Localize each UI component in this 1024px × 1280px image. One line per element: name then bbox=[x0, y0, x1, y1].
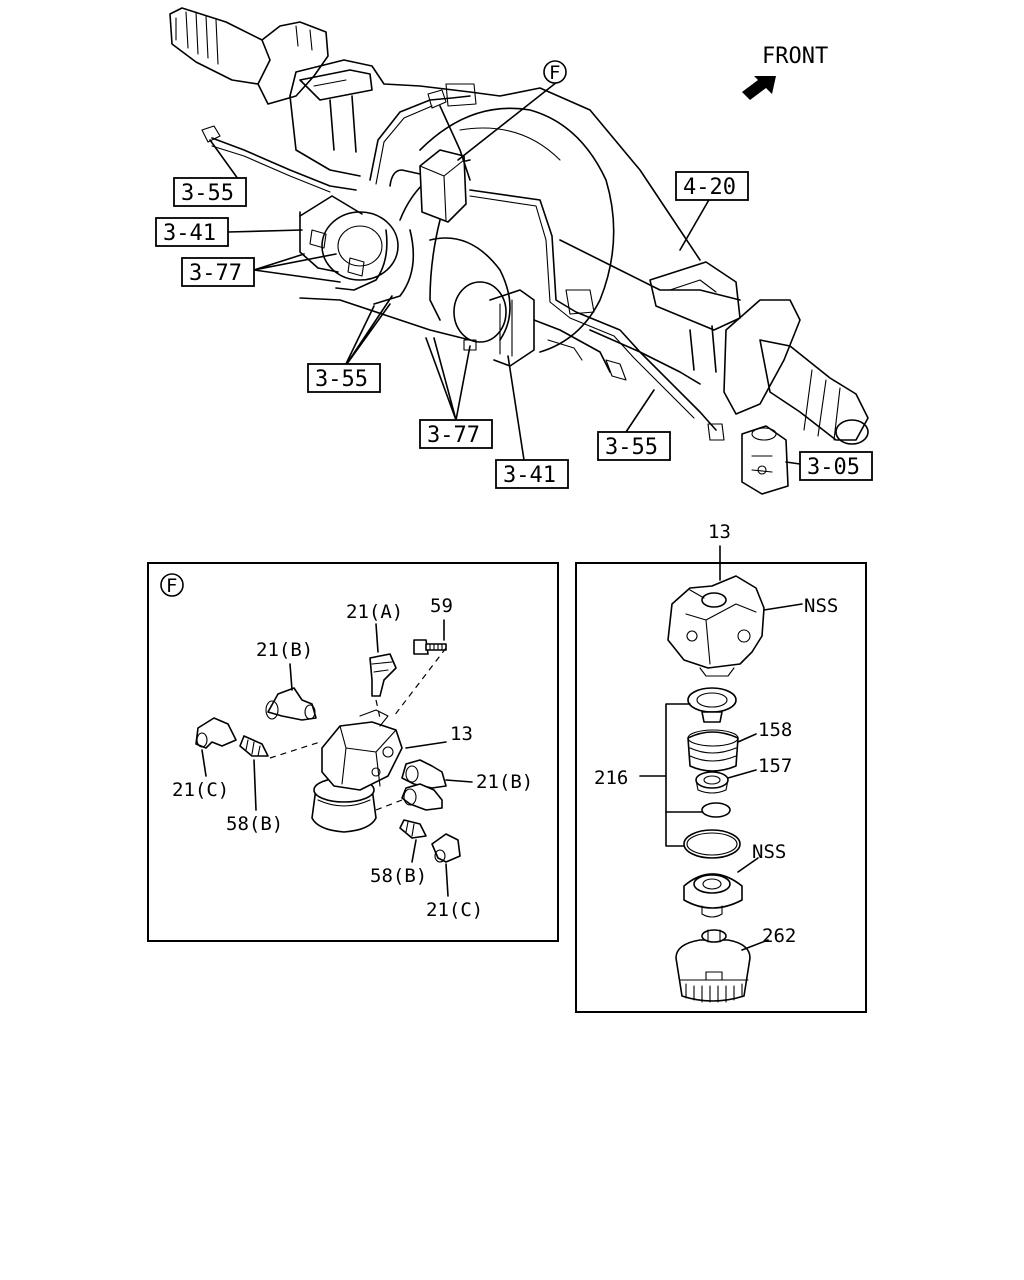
label-58b-right: 58(B) bbox=[370, 865, 427, 887]
piston-cap bbox=[687, 687, 737, 713]
label-21b-right: 21(B) bbox=[476, 771, 533, 793]
fitting-21c-right bbox=[431, 833, 461, 863]
cover-262 bbox=[675, 939, 751, 1002]
detail-f-flag bbox=[160, 573, 184, 597]
label-158: 158 bbox=[758, 719, 792, 741]
callout-3-55-c bbox=[597, 431, 671, 461]
detail-f-panel: F bbox=[147, 562, 559, 942]
spring-158 bbox=[687, 731, 739, 772]
callout-3-05 bbox=[799, 451, 873, 481]
callout-3-41-a-label: 3-41 bbox=[163, 221, 216, 246]
flag-f-label: F bbox=[549, 62, 560, 84]
valve-kit-frame bbox=[575, 562, 867, 1013]
callout-3-55-b bbox=[307, 363, 381, 393]
label-58b-left: 58(B) bbox=[226, 813, 283, 835]
seal-157 bbox=[695, 771, 729, 789]
label-13-kit: 13 bbox=[708, 521, 731, 543]
label-262: 262 bbox=[762, 925, 796, 947]
valve-kit-panel: 13 NSS 158 157 216 bbox=[575, 521, 867, 1013]
front-label: FRONT bbox=[762, 44, 828, 69]
callout-3-41-a bbox=[155, 217, 229, 247]
callout-4-20-label: 4-20 bbox=[683, 175, 736, 200]
callout-3-77-a bbox=[181, 257, 255, 287]
rear-axle-assembly bbox=[169, 7, 869, 495]
front-indicator: FRONT bbox=[742, 44, 828, 100]
callout-3-05-label: 3-05 bbox=[807, 455, 860, 480]
o-ring-large bbox=[683, 829, 741, 859]
label-21c-left: 21(C) bbox=[172, 779, 229, 801]
callout-3-77-a-label: 3-77 bbox=[189, 261, 242, 286]
detail-f-flag-label: F bbox=[166, 575, 177, 597]
callout-3-77-b bbox=[419, 419, 493, 449]
callout-3-55-a bbox=[173, 177, 247, 207]
slack-adjuster-part bbox=[741, 425, 789, 495]
flag-f-marker bbox=[543, 60, 567, 84]
o-ring-small bbox=[701, 802, 731, 818]
callout-4-20 bbox=[675, 171, 749, 201]
main-callouts: F 3-55 3-41 3-77 3-55 3-77 3-41 3-55 4-2… bbox=[155, 60, 873, 489]
callout-3-41-b bbox=[495, 459, 569, 489]
fitting-21a bbox=[369, 653, 397, 697]
detail-f-frame bbox=[147, 562, 559, 942]
label-216: 216 bbox=[594, 767, 628, 789]
bolt-59 bbox=[413, 639, 429, 655]
main-leaders bbox=[209, 81, 801, 465]
fitting-21b-top bbox=[267, 687, 317, 721]
label-nss-bottom: NSS bbox=[752, 841, 786, 863]
nipple-58b-left bbox=[239, 735, 269, 757]
callout-3-77-b-label: 3-77 bbox=[427, 423, 480, 448]
label-13-detail: 13 bbox=[450, 723, 473, 745]
label-21c-right: 21(C) bbox=[426, 899, 483, 921]
callout-3-41-b-label: 3-41 bbox=[503, 463, 556, 488]
fitting-21b-right bbox=[401, 759, 447, 789]
valve-head bbox=[667, 575, 765, 669]
callout-3-55-a-label: 3-55 bbox=[181, 181, 234, 206]
callout-3-55-b-label: 3-55 bbox=[315, 367, 368, 392]
front-arrow-icon bbox=[742, 76, 776, 100]
label-21a: 21(A) bbox=[346, 601, 403, 623]
label-21b-top: 21(B) bbox=[256, 639, 313, 661]
callout-3-55-c-label: 3-55 bbox=[605, 435, 658, 460]
label-157: 157 bbox=[758, 755, 792, 777]
label-nss-top: NSS bbox=[804, 595, 838, 617]
label-59: 59 bbox=[430, 595, 453, 617]
